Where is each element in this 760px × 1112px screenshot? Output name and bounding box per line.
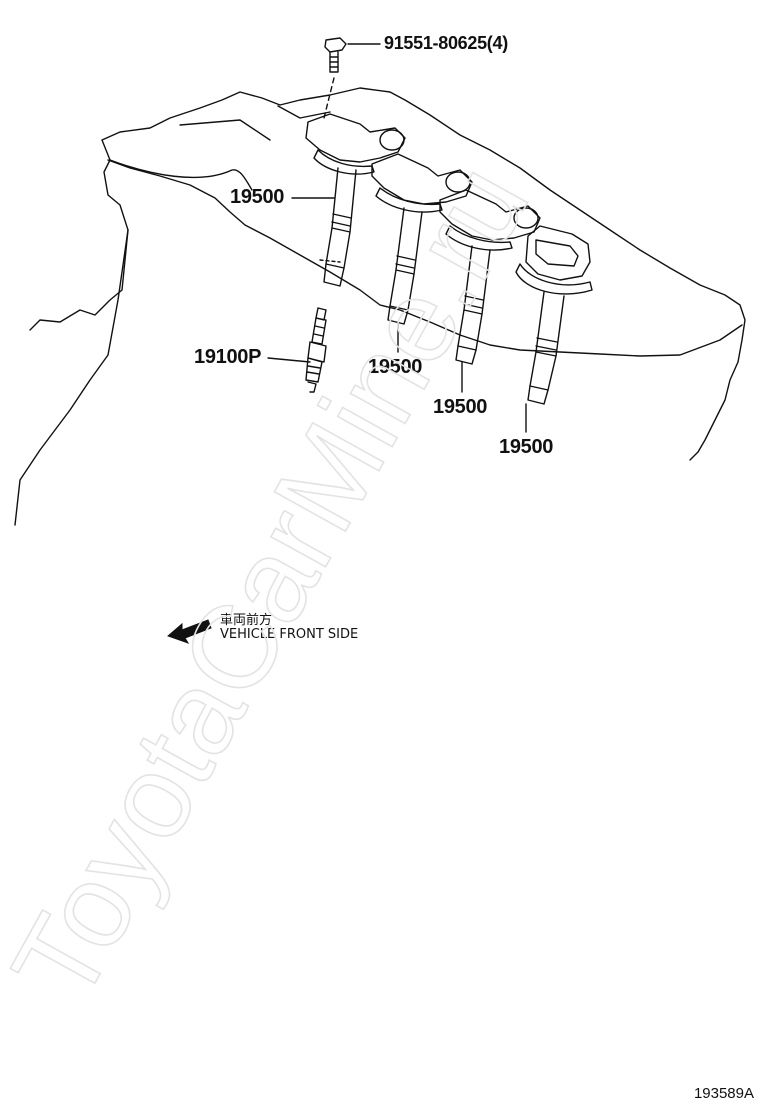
callout-coil-4: 19500 xyxy=(499,436,554,458)
bolt-centerline xyxy=(323,77,335,119)
direction-label-english: VEHICLE FRONT SIDE xyxy=(220,627,359,642)
callout-coil-1: 19500 xyxy=(230,186,285,208)
direction-label-japanese: 車両前方 xyxy=(220,613,273,628)
ignition-coil-2 xyxy=(371,153,473,325)
front-direction-arrow xyxy=(167,619,212,644)
cylinder-head-inner-edge xyxy=(107,159,743,357)
ignition-coil-4 xyxy=(515,225,593,405)
leader-spark-plug xyxy=(267,357,311,363)
figure-number: 193589A xyxy=(693,1085,754,1102)
ignition-coil-1 xyxy=(305,113,406,287)
spark-plug-drawing xyxy=(305,307,327,393)
callout-coil-3: 19500 xyxy=(433,396,488,418)
bolt-drawing xyxy=(324,37,347,73)
callout-coil-2: 19500 xyxy=(368,356,423,378)
block-left-edge xyxy=(14,229,129,526)
callout-spark-plug: 19100P xyxy=(194,346,262,368)
ignition-coil-3 xyxy=(439,189,541,365)
cylinder-head-outline xyxy=(29,87,746,461)
callout-bolt: 91551-80625(4) xyxy=(384,33,508,53)
head-step-detail xyxy=(179,105,331,141)
head-front-curve xyxy=(109,159,253,191)
